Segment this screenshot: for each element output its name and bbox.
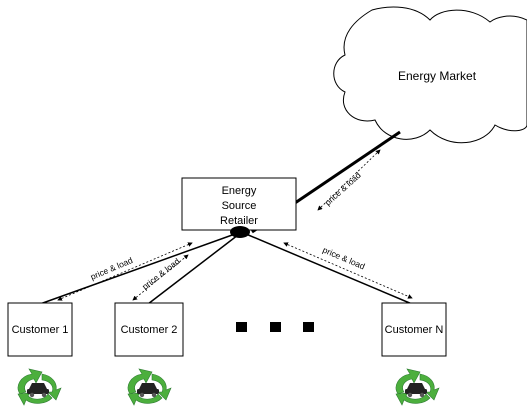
arrow-customer-n [283,242,413,299]
customer-1-node: Customer 1 [7,302,73,357]
energy-market-cloud: Energy Market [333,6,527,144]
electric-car-recycle-icon [395,368,440,406]
energy-market-label: Energy Market [398,69,477,83]
customer-1-label: Customer 1 [12,324,69,336]
electric-car-recycle-icon [17,368,62,406]
energy-source-retailer-node: Energy Source Retailer [181,177,297,231]
link-customer-1 [39,233,236,305]
ellipsis-dot-2 [270,322,281,332]
arrow-customer-1 [57,242,193,301]
customer-2-label: Customer 2 [121,324,178,336]
label-customer-n: price & load [321,245,366,272]
customer-2-node: Customer 2 [114,302,184,357]
customer-n-label: Customer N [385,324,444,336]
retailer-line-3: Retailer [220,215,258,227]
market-retailer-label: price & load [323,170,363,208]
link-customer-n [245,233,413,305]
retailer-hub [230,226,250,238]
retailer-line-2: Source [222,200,257,212]
ellipsis-dot-3 [303,322,314,332]
ellipsis-dot-1 [236,322,247,332]
retailer-line-1: Energy [222,185,257,197]
customer-n-node: Customer N [381,302,447,357]
electric-car-recycle-icon [127,368,172,406]
